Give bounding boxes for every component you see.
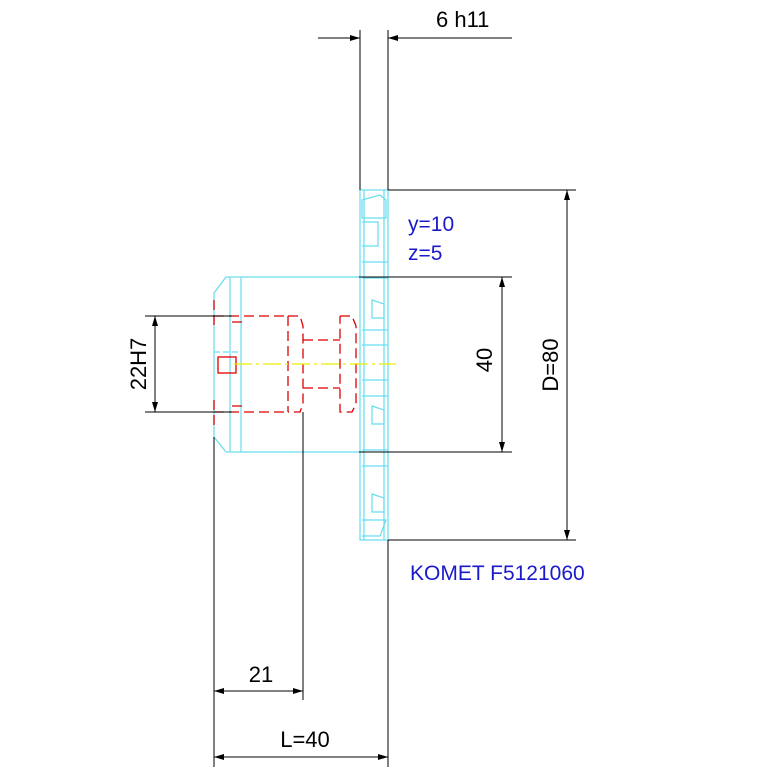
keyway: [217, 356, 237, 374]
length-dimension-label: L=40: [280, 727, 330, 752]
dimension-lines: [145, 30, 576, 767]
product-code-label: KOMET F5121060: [410, 562, 585, 585]
teeth-count-note: y=10: [408, 213, 454, 236]
cutter-body: [213, 189, 389, 541]
partial-length-label: 21: [249, 662, 273, 687]
width-dimension-label: 6 h11: [436, 7, 489, 32]
bore-hidden-lines: [213, 300, 357, 430]
diameter-dimension-label: D=80: [538, 338, 563, 391]
hub-dimension-label: 40: [472, 348, 497, 372]
z-note: z=5: [408, 242, 442, 265]
bore-dimension-label: 22H7: [126, 338, 151, 391]
